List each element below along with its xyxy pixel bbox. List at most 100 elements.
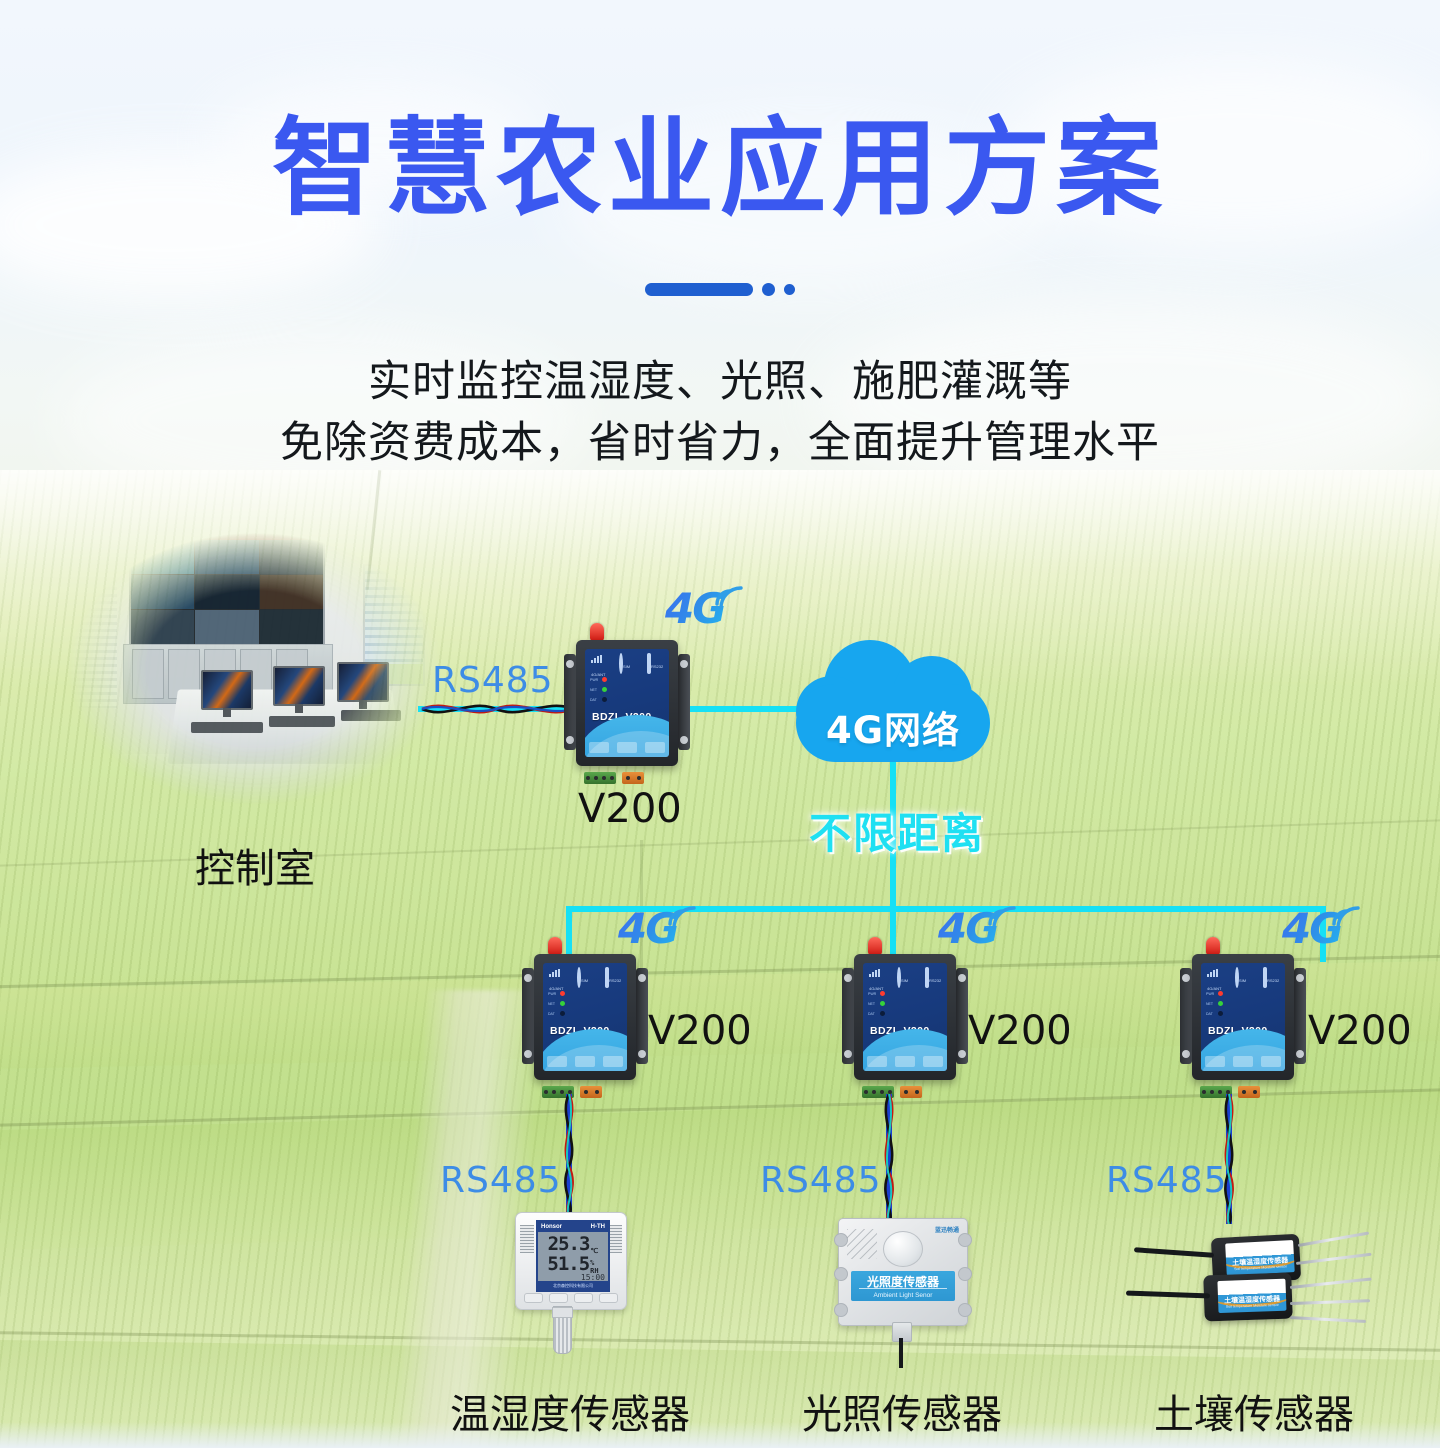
- rs485-label-control-room: RS485: [432, 660, 554, 701]
- v200-device-middle[interactable]: 4G/ANT SIM RS232 PWR NET DAT BDZL-V200: [842, 937, 968, 1098]
- light-sensor[interactable]: 蓝迅畅通 光照度传感器 Ambient Light Senor: [834, 1218, 972, 1368]
- light-sensor-brand: 蓝迅畅通: [934, 1228, 959, 1234]
- humidity-unit-rh: RH: [590, 1266, 599, 1275]
- cloud-label: 4G网络: [825, 709, 961, 752]
- sensor-brand: Honsor: [541, 1224, 562, 1230]
- up-button[interactable]: [549, 1293, 568, 1303]
- temp-humidity-sensor[interactable]: Honsor H-TH 25.3 ℃ 51.5 % RH 15:00 北京森控科…: [515, 1212, 627, 1354]
- v200-device-top[interactable]: 4G/ANT SIM RS232 PWR NET DAT BDZL-V200: [564, 623, 690, 784]
- down-button[interactable]: [574, 1293, 593, 1303]
- v200-label-right: V200: [1308, 1008, 1412, 1054]
- light-sensor-wire: [899, 1338, 903, 1368]
- rs485-cable-soil: [1216, 1094, 1242, 1224]
- icon-4g-text: 4G: [1282, 904, 1344, 953]
- temperature-unit: ℃: [590, 1246, 599, 1255]
- terminal-block-green: [1200, 1086, 1232, 1098]
- esc-button[interactable]: [599, 1293, 618, 1303]
- sensor-label-soil: 土壤传感器: [1154, 1392, 1354, 1438]
- sim-port-icon: SIM: [619, 653, 635, 674]
- antenna-icon: [590, 623, 604, 641]
- cloud-label-wrap: 4G网络: [796, 640, 990, 770]
- icon-4g-text: 4G: [938, 904, 1000, 953]
- no-distance-limit-caption: 不限距离: [808, 809, 985, 858]
- antenna-port-icon: 4G/ANT: [591, 655, 607, 677]
- link-v200top-to-cloud: [672, 706, 822, 712]
- set-button[interactable]: [524, 1293, 543, 1303]
- sim-port-icon: SIM: [897, 967, 913, 988]
- rs232-port-icon: RS232: [647, 653, 663, 674]
- rs232-port-icon: RS232: [605, 967, 621, 988]
- link-drop-middle: [890, 906, 896, 962]
- mount-bracket-right: [1294, 968, 1306, 1064]
- mount-bracket-right: [956, 968, 968, 1064]
- light-sensor-plate-cn: 光照度传感器: [866, 1275, 939, 1289]
- v200-label-middle: V200: [968, 1008, 1072, 1054]
- vent-icon-left: [520, 1225, 534, 1253]
- bottom-fade: [0, 1422, 1440, 1448]
- rs485-label-soil: RS485: [1106, 1160, 1228, 1201]
- temperature-value: 25.3: [547, 1233, 591, 1255]
- video-wall: [129, 531, 325, 646]
- mount-bracket-right: [636, 968, 648, 1064]
- link-bus-horizontal: [566, 906, 1326, 912]
- control-room-photo: [55, 524, 455, 814]
- icon-4g-text: 4G: [618, 904, 680, 953]
- humidity-unit: % RH: [590, 1260, 598, 1275]
- v200-device-right[interactable]: 4G/ANT SIM RS232 PWR NET DAT BDZL-V200: [1180, 937, 1306, 1098]
- mount-bracket-left: [564, 654, 576, 750]
- sensor-label-temp-humidity: 温湿度传感器: [450, 1392, 690, 1438]
- antenna-icon: [1206, 937, 1220, 955]
- status-leds: PWR NET DAT: [868, 991, 885, 1021]
- mount-bracket-left: [842, 968, 854, 1064]
- sky-background: [0, 0, 1440, 560]
- v200-device-left[interactable]: 4G/ANT SIM RS232 PWR NET DAT BDZL-V200: [522, 937, 648, 1098]
- antenna-port-icon: 4G/ANT: [549, 969, 565, 991]
- antenna-port-icon: 4G/ANT: [869, 969, 885, 991]
- v200-label-top: V200: [578, 786, 682, 832]
- soil-prong: [1295, 1252, 1372, 1265]
- soil-prong: [1289, 1277, 1372, 1289]
- clock-reading: 15:00: [580, 1273, 605, 1282]
- signal-4g-icon-right: 4G: [1282, 898, 1366, 962]
- cloud-4g-network: [796, 640, 990, 770]
- hatch-texture: [847, 1229, 877, 1259]
- rs485-label-temp-humidity: RS485: [440, 1160, 562, 1201]
- link-drop-left: [566, 906, 572, 962]
- signal-4g-icon-top: 4G: [665, 578, 749, 642]
- sensor-probe: [552, 1306, 573, 1354]
- sensor-lcd-display: Honsor H-TH 25.3 ℃ 51.5 % RH 15:00 北京森控科…: [536, 1220, 610, 1292]
- signal-4g-icon-middle: 4G: [938, 898, 1022, 962]
- signal-4g-icon-left: 4G: [618, 898, 702, 962]
- humidity-unit-percent: %: [590, 1259, 595, 1268]
- soil-prong: [1289, 1316, 1366, 1323]
- terminal-block-orange: [900, 1086, 922, 1098]
- rs232-port-icon: RS232: [925, 967, 941, 988]
- divider-dot-1: [762, 282, 775, 296]
- rs485-cable-light: [876, 1094, 902, 1224]
- lcd-footer-text: 北京森控科技有限公司: [538, 1281, 608, 1290]
- temperature-reading: 25.3 ℃: [540, 1233, 606, 1255]
- icon-4g-text: 4G: [665, 584, 727, 633]
- terminal-block-green: [584, 772, 616, 784]
- light-sensor-plate: 光照度传感器 Ambient Light Senor: [851, 1271, 955, 1301]
- page-subtitle: 实时监控温湿度、光照、施肥灌溉等 免除资费成本，省时省力，全面提升管理水平: [0, 352, 1440, 474]
- terminal-block-orange: [1238, 1086, 1260, 1098]
- rs485-label-light: RS485: [760, 1160, 882, 1201]
- antenna-icon: [868, 937, 882, 955]
- sensor-button-row[interactable]: [524, 1293, 618, 1303]
- mount-bracket-left: [522, 968, 534, 1064]
- status-leds: PWR NET DAT: [1206, 991, 1223, 1021]
- status-leds: PWR NET DAT: [548, 991, 565, 1021]
- subtitle-line-1: 实时监控温湿度、光照、施肥灌溉等: [368, 357, 1072, 407]
- humidity-value: 51.5: [547, 1253, 590, 1275]
- vent-icon-right: [608, 1225, 622, 1253]
- v200-label-left: V200: [648, 1008, 752, 1054]
- subtitle-line-2: 免除资费成本，省时省力，全面提升管理水平: [280, 418, 1160, 469]
- rs485-cable-control-room: [418, 696, 576, 722]
- divider-dot-2: [784, 283, 795, 295]
- light-dome-icon: [883, 1231, 923, 1267]
- mount-bracket-right: [678, 654, 690, 750]
- soil-sensor[interactable]: 土壤温湿度传感器 Soil temperature Moisture senso…: [1125, 1231, 1376, 1346]
- divider-bar: [645, 282, 753, 296]
